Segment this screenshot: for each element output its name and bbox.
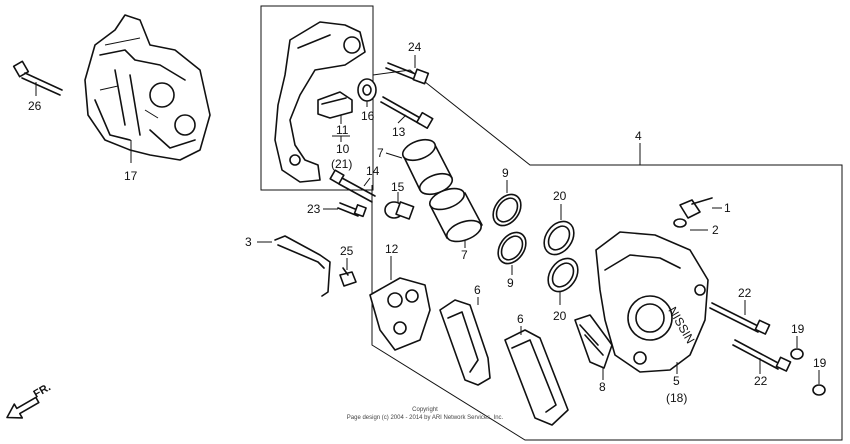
brake-pad-6-lower-icon xyxy=(504,329,569,426)
label-7-lower: 7 xyxy=(461,248,468,262)
pad-spring-8-icon xyxy=(574,314,613,369)
label-9-upper: 9 xyxy=(502,166,509,180)
label-15: 15 xyxy=(391,180,405,194)
seal-9-upper-icon xyxy=(492,193,522,227)
label-16: 16 xyxy=(361,109,375,123)
copyright-notice: Page design (c) 2004 - 2014 by ARI Netwo… xyxy=(347,415,504,421)
label-20-lower: 20 xyxy=(553,309,567,323)
label-4: 4 xyxy=(635,129,642,143)
label-3: 3 xyxy=(245,235,252,249)
label-10: 10 xyxy=(336,142,350,156)
bolt-25-icon xyxy=(339,267,357,287)
brake-pad-6-upper-icon xyxy=(439,299,491,386)
label-6-lower: 6 xyxy=(517,312,524,326)
shim-12-icon xyxy=(369,277,431,351)
piston-7-lower-icon xyxy=(429,187,483,243)
label-19-lower: 19 xyxy=(813,356,827,370)
label-7-upper: 7 xyxy=(377,146,384,160)
plug-19-upper-icon xyxy=(790,348,804,360)
bolt-23-icon xyxy=(337,202,367,218)
spring-3-icon xyxy=(274,235,331,297)
seal-9-lower-icon xyxy=(497,231,527,265)
main-assembly-frame xyxy=(371,69,843,441)
label-8: 8 xyxy=(599,380,606,394)
bracket-group-frame xyxy=(260,5,374,191)
label-25: 25 xyxy=(340,244,354,258)
label-5: 5 xyxy=(673,374,680,388)
pin-22-upper-icon xyxy=(709,302,771,335)
bleeder-cap-2-icon xyxy=(673,218,687,228)
boot-16-icon xyxy=(357,78,377,102)
label-14: 14 xyxy=(366,164,380,178)
label-10-alt: (21) xyxy=(331,157,352,171)
pin-13-icon xyxy=(380,96,434,129)
piston-7-upper-icon xyxy=(401,138,454,196)
label-9-lower: 9 xyxy=(507,276,514,290)
label-1: 1 xyxy=(724,201,731,215)
label-2: 2 xyxy=(712,223,719,237)
bolt-15-icon xyxy=(384,201,415,220)
label-6-upper: 6 xyxy=(474,283,481,297)
label-22-lower: 22 xyxy=(754,374,768,388)
plug-19-lower-icon xyxy=(812,384,826,396)
label-24: 24 xyxy=(408,40,422,54)
label-17: 17 xyxy=(124,169,138,183)
label-5-alt: (18) xyxy=(666,391,687,405)
label-19-upper: 19 xyxy=(791,322,805,336)
bolt-24-icon xyxy=(385,62,430,85)
front-direction-label: FR. xyxy=(32,381,53,400)
caliper-bracket-10-icon xyxy=(274,21,366,183)
label-23: 23 xyxy=(307,202,321,216)
label-22-upper: 22 xyxy=(738,286,752,300)
caliper-body-5-icon: NISSIN xyxy=(595,231,709,373)
caliper-assembly-17-icon xyxy=(84,14,211,161)
pin-22-lower-icon xyxy=(732,339,792,372)
bleeder-valve-1-icon xyxy=(679,197,713,219)
label-12: 12 xyxy=(385,242,399,256)
pad-clip-11-icon xyxy=(317,91,353,119)
copyright-label: Copyright xyxy=(412,407,438,413)
pin-14-icon xyxy=(329,169,376,203)
label-20-upper: 20 xyxy=(553,189,567,203)
dust-seal-20-lower-icon xyxy=(547,257,579,293)
bolt-26-icon xyxy=(12,60,63,96)
label-26: 26 xyxy=(28,99,42,113)
front-direction-arrow-icon xyxy=(6,396,40,419)
label-13: 13 xyxy=(392,125,406,139)
label-11: 11 xyxy=(336,123,349,137)
dust-seal-20-upper-icon xyxy=(543,220,575,256)
